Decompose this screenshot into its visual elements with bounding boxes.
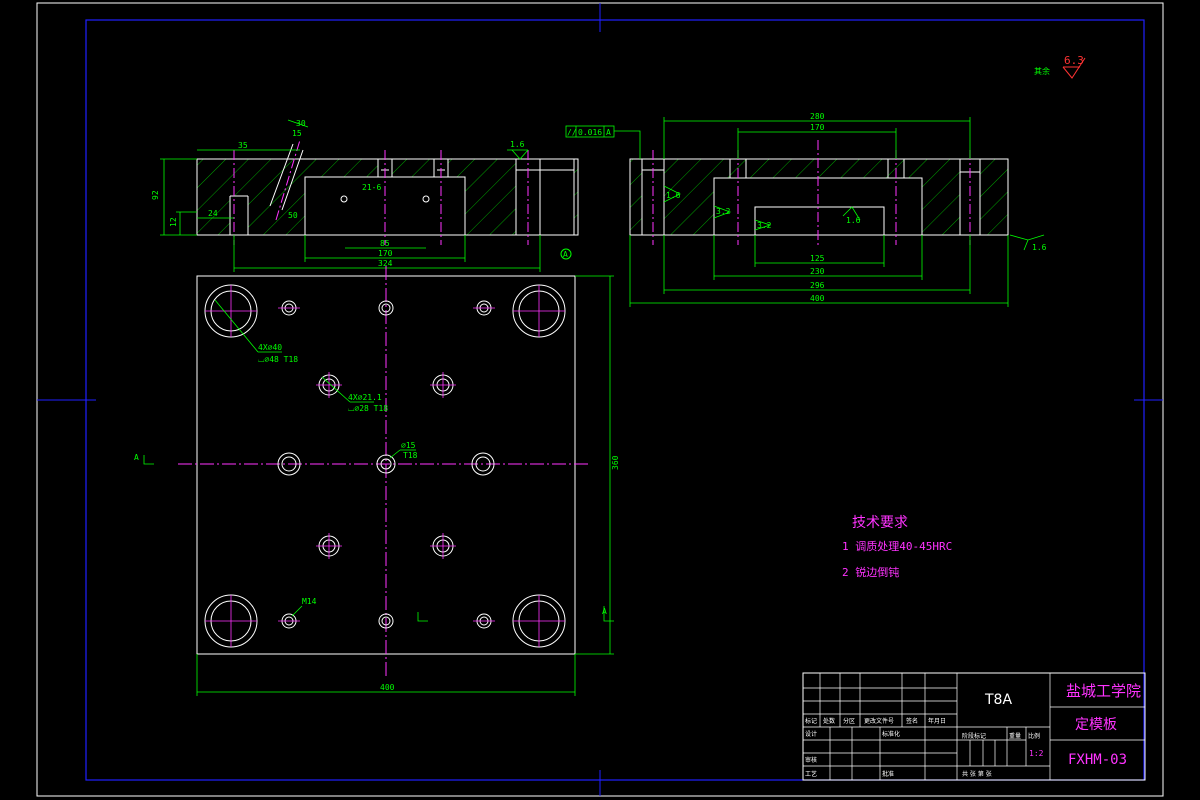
callout-hole-mid-sub: ⌴∅28 T18 — [348, 404, 388, 413]
revision-header-5: 年月日 — [928, 717, 946, 725]
material: T8A — [984, 692, 1012, 708]
title-block: 标记 处数 分区 更改文件号 签名 年月日 设计 标准化 审核 工艺 批准 T8… — [802, 672, 1146, 781]
design-label: 设计 — [805, 730, 817, 738]
sheet-outer-border — [36, 2, 1164, 797]
weight-label: 重量 — [1009, 732, 1021, 740]
dim-left-15: 15 — [292, 129, 302, 138]
dim-right-125: 125 — [810, 254, 825, 263]
review-label: 审核 — [805, 756, 817, 764]
roughness-other-label: 其余 — [1034, 66, 1050, 76]
tolerance-value: 0.016 — [578, 128, 602, 137]
callout-hole-center: ∅15 — [401, 441, 416, 450]
roughness-right-3-2b: 3.2 — [757, 221, 772, 230]
revision-header-1: 处数 — [823, 717, 835, 725]
roughness-other: 其余 6.3 — [1034, 54, 1086, 79]
dim-right-280: 280 — [810, 112, 825, 121]
scale-value: 1:2 — [1029, 749, 1044, 758]
dim-left-21: 21-6 — [362, 183, 381, 192]
dim-right-296: 296 — [810, 281, 825, 290]
tech-req-item-2: 2 锐边倒钝 — [842, 565, 899, 579]
revision-header-3: 更改文件号 — [864, 717, 894, 725]
plan-view: 400 360 4X∅40 ⌴∅48 T18 4X∅21.1 ⌴∅28 T18 … — [134, 266, 620, 696]
dim-left-85: 85 — [380, 239, 390, 248]
technical-requirements: 技术要求 1 调质处理40-45HRC 2 锐边倒钝 — [842, 515, 952, 579]
revision-header-4: 签名 — [906, 717, 918, 725]
roughness-other-value: 6.3 — [1064, 54, 1084, 67]
callout-hole-big: 4X∅40 — [258, 343, 282, 352]
revision-headers: 标记 处数 分区 更改文件号 签名 年月日 — [805, 717, 946, 725]
roughness-right-1-6b: 1.6 — [666, 191, 681, 200]
callout-hole-mid: 4X∅21.1 — [348, 393, 382, 402]
tech-req-title: 技术要求 — [852, 515, 908, 531]
part-name: 定模板 — [1075, 717, 1117, 733]
roughness-symbol-icon — [1062, 57, 1086, 79]
dim-left-12: 12 — [169, 217, 178, 227]
right-section-view: // 0.016 A 280 170 125 230 296 400 1.6 1… — [565, 112, 1047, 307]
dim-left-24: 24 — [208, 209, 218, 218]
sheet-inner-border — [85, 19, 1145, 781]
roughness-right-3-2a: 3.2 — [716, 207, 731, 216]
tolerance-datum: A — [606, 128, 611, 137]
section-mark-left: A — [134, 453, 139, 462]
callout-hole-center-sub: T18 — [403, 451, 418, 460]
drawing-number: FXHM-03 — [1068, 752, 1127, 768]
callout-thread: M14 — [302, 597, 317, 606]
center-marks — [37, 3, 1163, 796]
section-mark-right: A — [602, 607, 607, 616]
dim-left-170: 170 — [378, 249, 393, 258]
dim-left-92: 92 — [151, 190, 160, 200]
datum-a-icon — [560, 248, 572, 260]
roughness-right-1-6c: 1.6 — [846, 216, 861, 225]
tech-req-item-1: 1 调质处理40-45HRC — [842, 540, 952, 553]
school-name: 盐城工学院 — [1066, 682, 1141, 700]
dim-right-400: 400 — [810, 294, 825, 303]
approve-label: 批准 — [882, 770, 894, 778]
callout-hole-big-sub: ⌴∅48 T18 — [258, 355, 298, 364]
scale-label: 比例 — [1028, 732, 1040, 740]
process-label: 工艺 — [805, 770, 817, 778]
roughness-left-1-6: 1.6 — [510, 140, 525, 149]
dim-left-324: 324 — [378, 259, 393, 268]
dim-right-230: 230 — [810, 267, 825, 276]
dim-plan-400: 400 — [380, 683, 395, 692]
datum-a-label: A — [563, 250, 568, 259]
standard-label: 标准化 — [882, 730, 900, 738]
sheet-label: 共 张 第 张 — [962, 770, 992, 778]
dim-plan-360: 360 — [611, 455, 620, 470]
dim-right-170: 170 — [810, 123, 825, 132]
left-section-view: 92 12 24 35 30 15 50 21-6 85 170 324 1.6… — [151, 119, 579, 272]
revision-header-2: 分区 — [843, 717, 855, 725]
dim-left-35: 35 — [238, 141, 248, 150]
roughness-right-1-6a: 1.6 — [1032, 243, 1047, 252]
dim-left-30: 30 — [296, 119, 306, 128]
stage-label: 阶段标记 — [962, 732, 986, 740]
dim-left-50: 50 — [288, 211, 298, 220]
tolerance-symbol: // — [567, 128, 577, 137]
revision-header-0: 标记 — [805, 717, 817, 725]
